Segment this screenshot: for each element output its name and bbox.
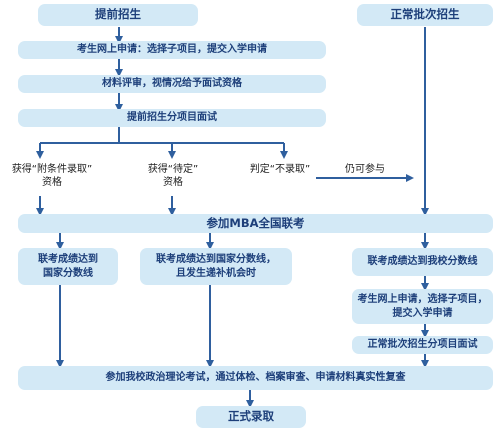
early-admission-box: 提前招生 [38, 4, 198, 26]
outcome-pending-text: 获得“待定” 资格 [147, 164, 199, 188]
national-line-left-box: 联考成绩达到 国家分数线 [18, 248, 118, 285]
regular-admission-box: 正常批次招生 [357, 4, 493, 26]
national-line-supplement-box: 联考成绩达到国家分数线， 且发生递补机会时 [140, 248, 292, 285]
apply-online-box: 考生网上申请：选择子项目，提交入学申请 [18, 41, 326, 59]
final-admission-box: 正式录取 [196, 406, 306, 428]
outcome-conditional-text: 获得“附条件录取” 资格 [11, 164, 93, 188]
regular-interview-box: 正常批次招生分项目面试 [352, 336, 493, 354]
material-review-box: 材料评审，视情况给予面试资格 [18, 75, 326, 93]
mba-exam-box: 参加MBA全国联考 [18, 214, 493, 233]
still-participate-text: 仍可参与 [340, 163, 390, 176]
apply-online-regular-box: 考生网上申请，选择子项目， 提交入学申请 [352, 289, 493, 324]
early-interview-box: 提前招生分项目面试 [18, 109, 326, 127]
final-review-box: 参加我校政治理论考试，通过体检、档案审查、申请材料真实性复查 [18, 366, 493, 390]
outcome-rejected-text: 判定“不录取” [249, 164, 311, 175]
school-line-box: 联考成绩达到我校分数线 [352, 248, 493, 276]
